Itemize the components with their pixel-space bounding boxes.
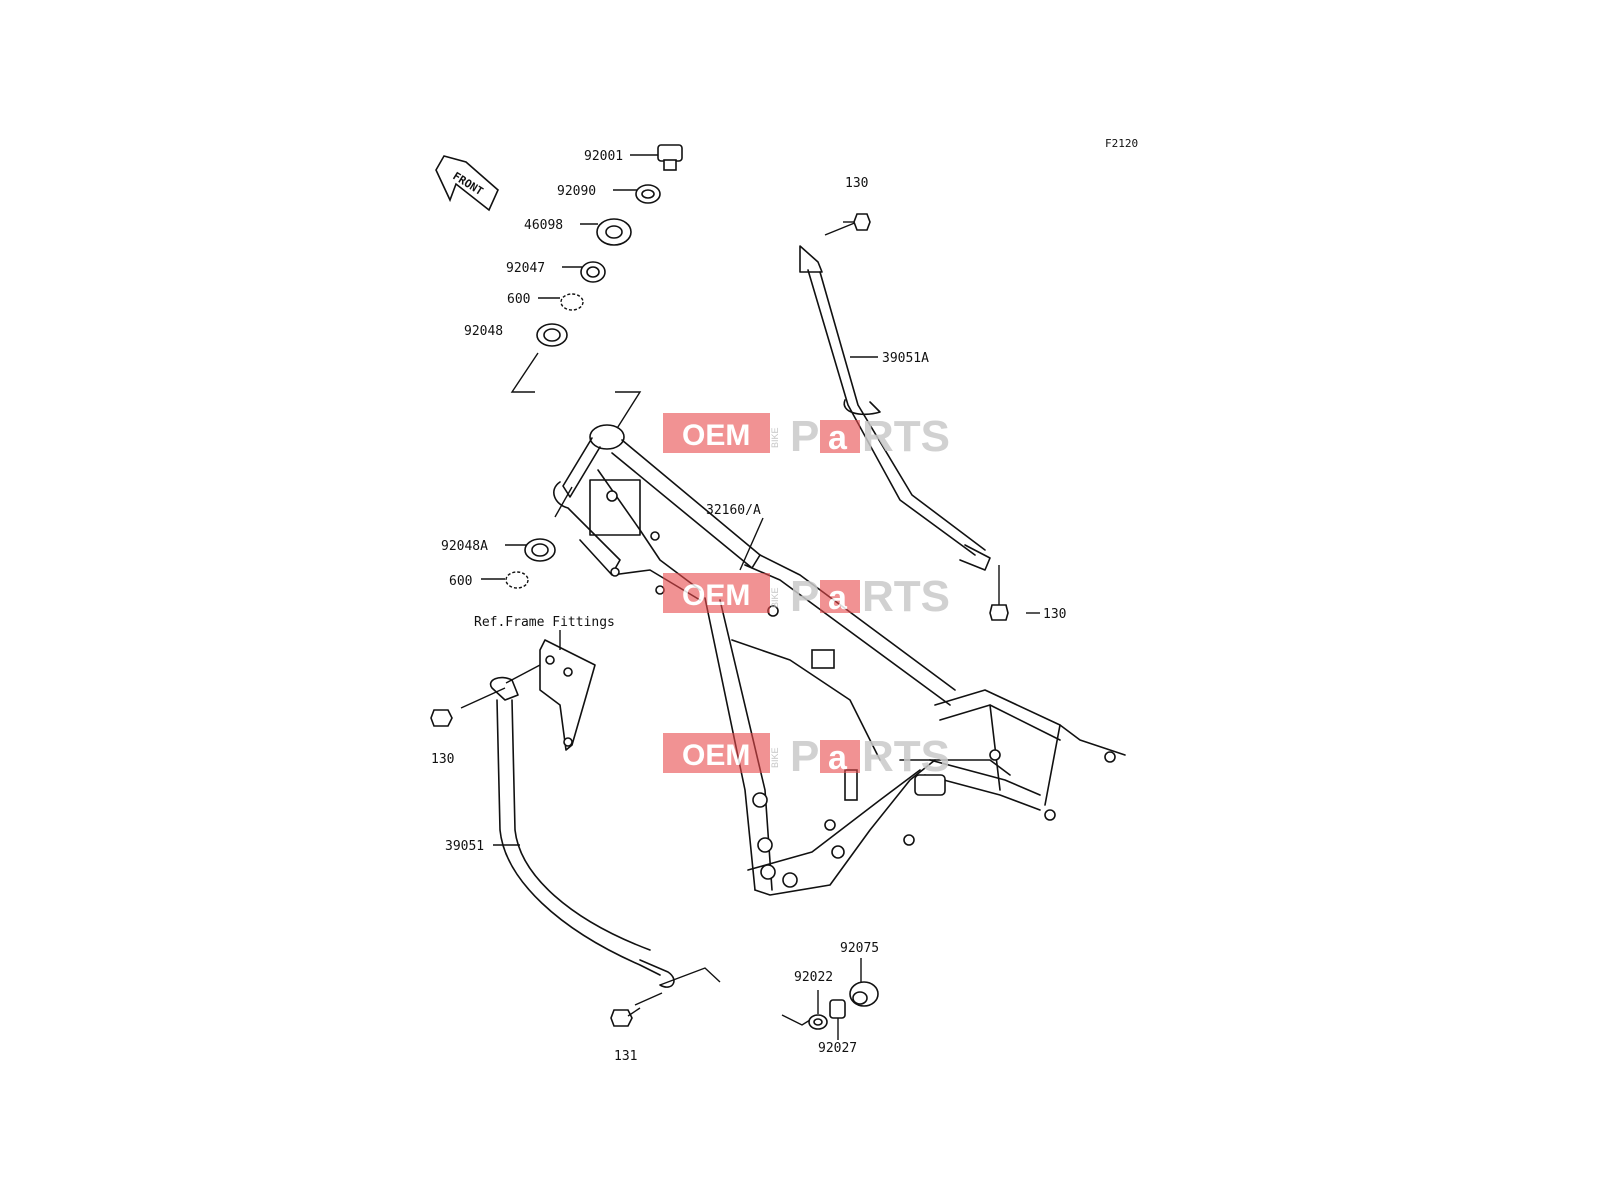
watermark-oem-bike-parts: OEM BIKE P a RTS OEM BIKE P a RTS OEM BI… <box>663 412 950 781</box>
callout-46098: 46098 <box>524 218 563 233</box>
diagram-code: F2120 <box>1105 137 1138 150</box>
bolt-icon <box>843 213 871 231</box>
watermark-bike: BIKE <box>770 587 780 608</box>
watermark-a: a <box>828 579 848 617</box>
callout-32160a: 32160/A <box>706 503 761 518</box>
callout-92075: 92075 <box>840 941 879 956</box>
collar-icon <box>829 999 846 1019</box>
watermark-p: P <box>790 412 819 461</box>
steel-ball-icon <box>505 571 529 589</box>
callout-39051: 39051 <box>445 839 484 854</box>
callout-92047: 92047 <box>506 261 545 276</box>
watermark-bike: BIKE <box>770 747 780 768</box>
watermark-p: P <box>790 732 819 781</box>
callout-600-upper: 600 <box>507 292 530 307</box>
watermark-rts: RTS <box>862 412 950 461</box>
watermark-oem: OEM <box>682 419 750 452</box>
lower-bearing-stack <box>481 486 573 589</box>
bolt-icon <box>430 709 453 727</box>
stem-nut-icon <box>657 144 683 171</box>
callout-92027: 92027 <box>818 1041 857 1056</box>
callout-92048a: 92048A <box>441 539 488 554</box>
watermark-a: a <box>828 739 848 777</box>
bolt-icon <box>989 592 1009 621</box>
steering-bearing-stack <box>510 144 683 431</box>
callout-131: 131 <box>614 1049 637 1064</box>
callout-92022: 92022 <box>794 970 833 985</box>
watermark-rts: RTS <box>862 732 950 781</box>
collar-bushing-group <box>781 958 879 1040</box>
bolt-icon <box>610 1007 641 1027</box>
main-frame <box>553 424 1126 896</box>
steel-ball-icon <box>560 293 584 311</box>
watermark-p: P <box>790 572 819 621</box>
watermark-bike: BIKE <box>770 427 780 448</box>
leader-lines <box>493 356 1040 846</box>
callout-ref-frame-fittings: Ref.Frame Fittings <box>474 615 615 630</box>
callout-92048: 92048 <box>464 324 503 339</box>
callout-92090: 92090 <box>557 184 596 199</box>
callout-92001: 92001 <box>584 149 623 164</box>
callout-130-upper: 130 <box>845 176 868 191</box>
watermark-a: a <box>828 419 848 457</box>
front-arrow-icon: FRONT <box>435 155 499 212</box>
watermark-rts: RTS <box>862 572 950 621</box>
callout-600-lower: 600 <box>449 574 472 589</box>
frame-support-upper <box>799 213 1009 621</box>
watermark-oem: OEM <box>682 739 750 772</box>
callout-39051a: 39051A <box>882 351 929 366</box>
callout-130-right: 130 <box>1043 607 1066 622</box>
frame-support-lower <box>430 630 721 1027</box>
callout-130-left: 130 <box>431 752 454 767</box>
watermark-oem: OEM <box>682 579 750 612</box>
callout-labels: 92001 92090 46098 92047 600 92048 130 39… <box>431 149 1066 1064</box>
